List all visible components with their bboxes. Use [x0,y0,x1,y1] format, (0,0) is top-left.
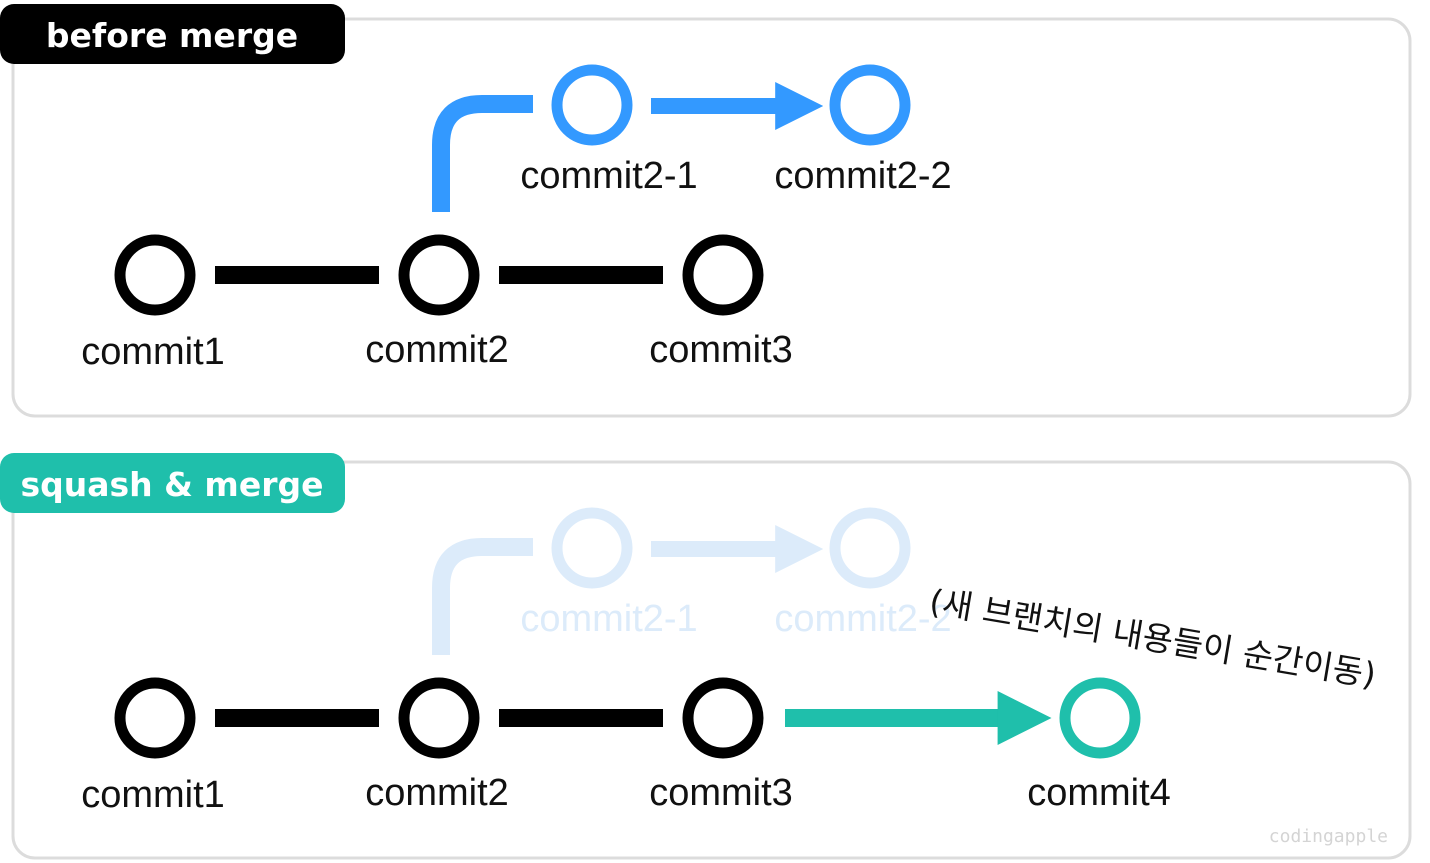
before-panel-frame [11,17,1412,418]
commit2-2-label: commit2-2 [774,155,951,197]
commit2-1-label: commit2-1 [520,155,697,197]
squash-title-tag [0,453,345,513]
commit3-node [682,234,764,316]
squash-commit1-label: commit1 [81,774,225,816]
squash-edge-2-3 [499,709,663,727]
commit2-node [398,234,480,316]
faded-branch-path [432,538,533,655]
faded-commit2-2-node [829,507,911,589]
squash-commit3-label: commit3 [649,772,793,814]
edge-2-3 [499,266,663,284]
commit4-node [1059,677,1141,759]
squash-edge-1-2 [215,709,379,727]
squash-commit1-node [114,677,196,759]
squash-commit2-node [398,677,480,759]
faded-commit2-1-label: commit2-1 [520,598,697,640]
commit1-label: commit1 [81,331,225,373]
before-title-tag [0,4,345,64]
watermark: codingapple [1269,826,1388,847]
squash-commit3-node [682,677,764,759]
squash-panel-frame [11,460,1412,860]
commit3-label: commit3 [649,329,793,371]
squash-merge-panel: squash & merge commit2-1 commit2-2 (새 브랜… [0,453,1412,860]
branch-path [432,95,533,212]
commit2-2-node [829,64,911,146]
faded-commit2-2-label: commit2-2 [774,598,951,640]
squash-commit2-label: commit2 [365,772,509,814]
commit1-node [114,234,196,316]
before-title: before merge [46,16,298,55]
edge-1-2 [215,266,379,284]
commit2-label: commit2 [365,329,509,371]
squash-title: squash & merge [21,465,324,504]
faded-commit2-1-node [551,507,633,589]
before-merge-panel: before merge commit2-1 commit2-2 commit1… [0,4,1412,418]
commit4-label: commit4 [1027,772,1171,814]
commit2-1-node [551,64,633,146]
